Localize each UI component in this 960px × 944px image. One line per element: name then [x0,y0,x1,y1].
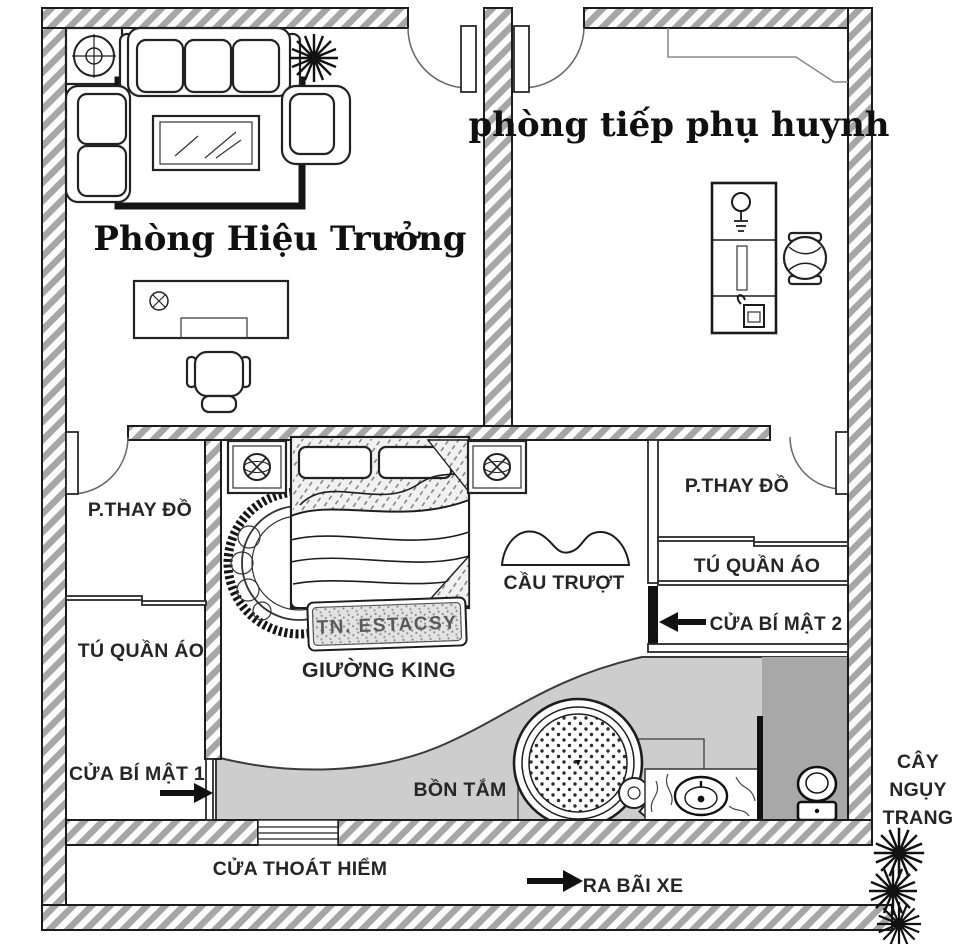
vanity-counter [644,768,760,821]
brand-plate-label: TN. ESTACSY [316,613,457,639]
parking-exit-label: RA BÃI XE [583,874,684,897]
slide-label: CẦU TRƯỢT [503,571,624,594]
door-leaf-changing-left [65,431,79,495]
reception-desk [710,181,778,335]
bathtub [512,697,644,829]
right-divider-b [753,541,849,547]
right-divider-a [657,536,755,542]
outer-wall-top-right [583,7,873,29]
left-column-wall [204,439,222,760]
parking-exit-arrow-icon [527,870,583,892]
door-leaf-principal [460,25,477,93]
parent-reception-label: phòng tiếp phụ huynh [468,105,889,145]
camouflage-tree-label: CÂY NGỤY TRANG [883,749,954,829]
plant-icon [288,32,340,84]
printer-icon [736,294,765,328]
divider-wall-center [483,7,513,441]
door-leaf-changing-right [835,431,849,495]
armchair-right [280,84,352,166]
principal-desk [132,279,290,340]
sofa-main [118,26,302,98]
svg-text:TRANG: TRANG [883,807,954,829]
principal-chair [185,350,252,414]
right-divider-c [657,580,849,586]
toilet [796,765,838,822]
wardrobe-left-label: TÚ QUẦN ÁO [78,638,205,662]
svg-text:NGỤY: NGỤY [889,779,947,801]
king-bed-label: GIƯỜNG KING [302,657,456,682]
left-divider-a [65,595,143,601]
secret-door-2-arrow-icon [659,612,706,632]
door-leaf-reception [513,25,530,93]
nightstand-speaker-left [226,439,288,495]
doors [65,25,849,846]
right-column-bottom-wall [647,643,849,653]
walls [41,7,893,931]
reception-chair [782,231,828,286]
king-bed [289,435,471,610]
secret-door-2-label: CỬA BÍ MẬT 2 [710,613,843,635]
svg-text:CÂY: CÂY [897,749,939,773]
slide-shape [500,530,631,566]
parent-reception-room [667,28,848,335]
left-divider-b [141,600,207,606]
emergency-exit-label: CỬA THOÁT HIỂM [213,856,388,880]
coffee-table [151,114,261,172]
sofa-left [64,84,132,204]
wardrobe-right-label: TÚ QUẦN ÁO [694,553,821,577]
outer-wall-right [847,7,873,837]
bathtub-label: BỒN TẮM [413,777,506,801]
principal-office-label: Phòng Hiệu Trưởng [93,219,466,259]
emergency-exit-door [257,819,339,846]
bedroom-right-wall [647,439,659,584]
labels: Phòng Hiệu Trưởng phòng tiếp phụ huynh P… [69,105,953,897]
reception-counter [667,28,848,83]
outer-bottom-wall [41,904,893,931]
phone-icon [152,294,166,308]
changing-room-right-label: P.THAY ĐỒ [685,473,789,497]
nightstand-speaker-right [466,439,528,495]
glass-reflection [174,131,242,159]
secret-door-1-arrow-icon [160,783,213,803]
principal-office [64,26,352,414]
outer-wall-left [41,7,67,931]
outer-wall-top-left [41,7,409,29]
corner-fixture [64,26,124,86]
secret-door-2-panel [648,586,658,646]
desk-lamp-icon [731,192,751,232]
plant-icon [872,826,926,880]
arrows [160,612,706,892]
inner-bottom-wall-right [337,819,873,846]
inner-bottom-wall-left [65,819,259,846]
secret-door-1-panel [205,758,214,821]
changing-room-left-label: P.THAY ĐỒ [88,497,192,521]
brand-plate: TN. ESTACSY [306,596,468,652]
pillow [297,445,373,480]
stall-partition-wall [757,716,763,820]
bedroom: TN. ESTACSY [223,435,631,652]
marble-pattern [650,773,756,817]
secret-door-1-label: CỬA BÍ MẬT 1 [69,761,205,785]
